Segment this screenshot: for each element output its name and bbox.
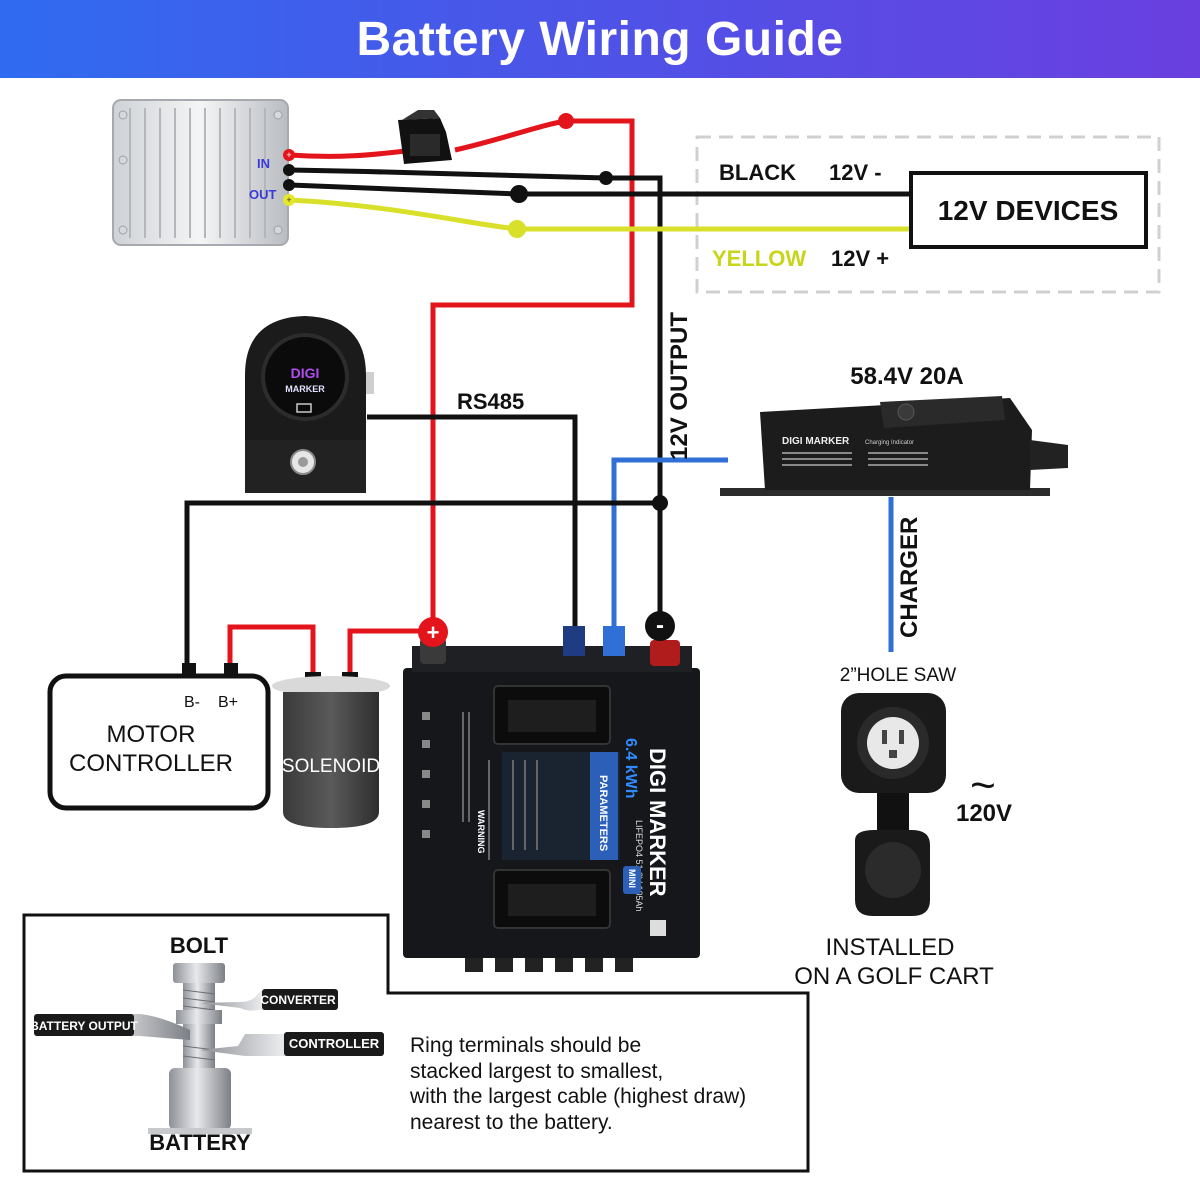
inlet-voltage: 120V <box>956 800 1012 827</box>
converter-out-plus-sign: + <box>286 195 291 205</box>
converter-in-minus-terminal <box>283 164 295 176</box>
inset-note-line4: nearest to the battery. <box>410 1111 613 1134</box>
dc-dc-converter: + + IN OUT <box>112 99 295 246</box>
battery-brand-b: MARKER <box>645 800 670 897</box>
display-brand-line2: MARKER <box>285 384 325 394</box>
battery-brand-a: DIGI <box>645 748 670 793</box>
yellow-wire-value: 12V + <box>831 246 889 271</box>
page-title: Battery Wiring Guide <box>356 12 844 66</box>
inset-battery-output-tag: BATTERY OUTPUT <box>30 1019 138 1033</box>
display-battery-icon <box>296 403 312 413</box>
battery-chem: LIFEPO4 51.2V 105Ah <box>634 820 644 912</box>
battery-qr-code <box>650 920 666 936</box>
red-wire-fuse <box>454 118 567 153</box>
red-junction-dot <box>558 113 574 129</box>
inset-bolt-label: BOLT <box>170 933 229 958</box>
title-banner: Battery Wiring Guide <box>0 0 1200 78</box>
charger-wire-label: CHARGER <box>896 517 923 638</box>
inlet-caption-line1: INSTALLED <box>826 934 955 961</box>
battery-params-label: PARAMETERS <box>597 775 609 851</box>
ac-tilde: ~ <box>970 761 996 810</box>
charging-inlet: 2”HOLE SAW ~ 120V INSTALLED ON A GOLF CA… <box>794 665 1012 990</box>
yellow-wire-out <box>289 197 518 232</box>
converter-in-plus-sign: + <box>286 150 291 160</box>
motor-controller: B- B+ MOTOR CONTROLLER <box>47 663 271 811</box>
motor-controller-b-minus: B- <box>184 694 200 711</box>
motor-controller-line1: MOTOR <box>107 721 196 748</box>
red-wire-main <box>430 118 635 632</box>
battery-negative-sign: - <box>656 612 664 639</box>
wires <box>184 118 910 676</box>
battery-capacity: 6.4 kWh <box>622 738 639 798</box>
battery-post <box>169 1068 231 1130</box>
inlet-caption-line2: ON A GOLF CART <box>794 963 994 990</box>
inset-battery-label: BATTERY <box>149 1130 251 1155</box>
12v-devices-box: 12V DEVICES <box>909 171 1148 249</box>
converter-out-minus-terminal <box>283 179 295 191</box>
yellow-junction-dot <box>508 220 526 238</box>
battery-negative-terminal <box>645 611 675 641</box>
converter-out-label: OUT <box>249 187 277 202</box>
charger-indicator-label: Charging Indicator <box>865 440 914 446</box>
black-wire-in <box>289 167 607 181</box>
yellow-wire-label: YELLOW <box>712 246 806 271</box>
motor-controller-b-plus: B+ <box>218 694 238 711</box>
battery-charger: 58.4V 20A DIGI MARKER Charging Indicator <box>720 363 1068 496</box>
display-brand-line1: DIGI <box>291 365 320 381</box>
black-junction-dot <box>599 171 613 185</box>
battery-mini-badge: MINI <box>627 869 637 888</box>
inset-converter-tag: CONVERTER <box>260 993 336 1007</box>
ring-terminal-inset: BOLT CONVERTER BATTERY OUTPUT CONTROLLER… <box>22 913 810 1173</box>
red-wire-converter <box>289 147 421 159</box>
hole-saw-label: 2”HOLE SAW <box>840 665 957 686</box>
battery-positive-terminal <box>418 617 448 647</box>
devices-dashed-region <box>695 135 1161 294</box>
12v-output-label: 12V OUTPUT <box>666 312 693 460</box>
black-wire-12v-output <box>606 175 663 628</box>
inline-fuse <box>398 110 452 164</box>
bolt-head <box>173 963 225 983</box>
converter-in-label: IN <box>257 156 270 171</box>
battery-warning: WARNING <box>476 810 486 854</box>
converter-in-plus-terminal <box>283 149 295 161</box>
red-wire-bplus-solenoid <box>227 624 316 676</box>
inset-controller-tag: CONTROLLER <box>289 1036 380 1051</box>
main-black-junction-dot <box>652 495 668 511</box>
rs485-wire <box>367 414 578 628</box>
rs485-label: RS485 <box>457 389 524 414</box>
blue-wire-charger-battery <box>611 457 728 628</box>
solenoid-label: SOLENOID <box>282 756 380 777</box>
inset-note-line3: with the largest cable (highest draw) <box>409 1085 746 1108</box>
inset-note-line1: Ring terminals should be <box>410 1034 641 1057</box>
converter-out-plus-terminal <box>283 194 295 206</box>
motor-controller-line2: CONTROLLER <box>69 750 233 777</box>
black-wire-out <box>289 182 520 197</box>
black-wire-value: 12V - <box>829 160 882 185</box>
black-wire-motor-controller <box>184 500 660 670</box>
black-out-junction-dot <box>510 185 528 203</box>
12v-devices-label: 12V DEVICES <box>938 195 1119 226</box>
inset-note-line2: stacked largest to smallest, <box>410 1060 663 1083</box>
charger-brand: DIGI MARKER <box>782 436 850 447</box>
red-wire-solenoid-battery <box>347 628 420 676</box>
solenoid: SOLENOID <box>272 672 390 828</box>
black-wire-label: BLACK <box>719 160 796 185</box>
battery-monitor-display: DIGI MARKER <box>245 316 374 493</box>
lifepo4-battery: PARAMETERS DIGI MARKER 6.4 kWh LIFEPO4 5… <box>403 611 700 972</box>
battery-positive-sign: + <box>427 620 440 645</box>
charger-rating: 58.4V 20A <box>850 363 963 390</box>
